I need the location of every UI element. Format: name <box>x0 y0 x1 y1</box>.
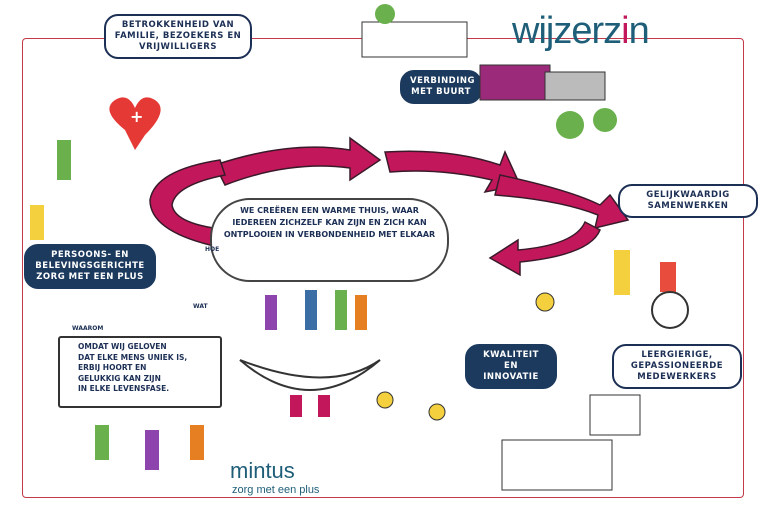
arrow-bottom-right <box>488 220 601 277</box>
why-box <box>58 336 222 408</box>
arrow-left <box>149 159 233 246</box>
how-marker: HOE <box>205 246 220 253</box>
label-family: Betrokkenheid van familie, bezoekers en … <box>104 14 252 59</box>
svg-text:+: + <box>130 107 143 126</box>
why-marker: WAAROM <box>72 325 104 332</box>
mintus-logo: mintus <box>230 458 295 483</box>
label-neighborhood: Verbinding met buurt <box>400 70 482 104</box>
label-quality: Kwaliteit en innovatie <box>465 344 557 389</box>
what-marker: WAT <box>193 303 208 310</box>
mission-cloud <box>210 198 449 282</box>
wijzerzin-logo: wijzerzin <box>512 10 650 52</box>
label-collaboration: Gelijkwaardig samenwerken <box>618 184 758 218</box>
heart-icon <box>109 97 161 150</box>
building-icon <box>479 64 551 101</box>
why-text: Omdat wij gelovendat elke mens uniek is,… <box>78 342 188 393</box>
label-staff: Leergierige, gepassioneerde medewerkers <box>612 344 742 389</box>
mission-statement: We creëren een warme thuis, waar iederee… <box>223 206 436 239</box>
arrow-right <box>494 174 630 230</box>
mintus-tagline: zorg met een plus <box>232 484 320 496</box>
label-care: Persoons- en belevingsgerichte zorg met … <box>24 244 156 289</box>
arrow-top <box>213 136 382 186</box>
